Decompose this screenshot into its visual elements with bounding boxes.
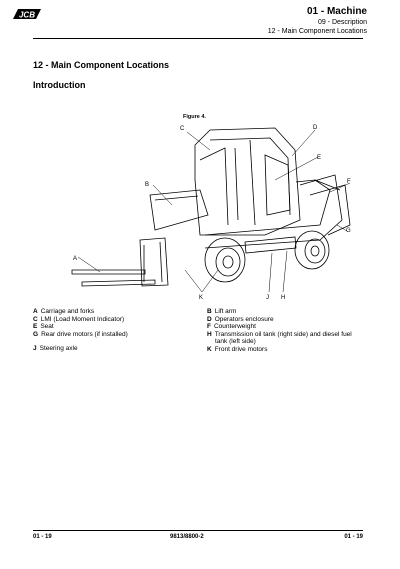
callout-g: G bbox=[346, 228, 351, 234]
page-number-right: 01 - 19 bbox=[344, 534, 363, 540]
callout-a: A bbox=[73, 256, 77, 262]
callout-f: F bbox=[347, 179, 351, 185]
subheading: Introduction bbox=[33, 80, 86, 90]
header-rule bbox=[33, 38, 363, 39]
callout-e: E bbox=[317, 155, 321, 161]
callout-b: B bbox=[145, 182, 149, 188]
callout-h: H bbox=[281, 295, 285, 300]
legend-item-continued: tank (left side) bbox=[215, 338, 256, 345]
callout-c: C bbox=[180, 126, 185, 132]
page-number-left: 01 - 19 bbox=[33, 534, 52, 540]
subsection-title-header: 12 - Main Component Locations bbox=[267, 28, 367, 35]
callout-k: K bbox=[199, 295, 203, 300]
chapter-title: 01 - Machine bbox=[306, 6, 367, 17]
forklift-figure: C D E F B G A K J H bbox=[71, 125, 351, 300]
footer-rule bbox=[33, 530, 363, 531]
page-title: 12 - Main Component Locations bbox=[33, 60, 170, 70]
figure-label: Figure 4. bbox=[183, 114, 206, 120]
document-number: 9813/8800-2 bbox=[170, 534, 204, 540]
section-title-header: 09 - Description bbox=[317, 19, 367, 26]
callout-j: J bbox=[266, 295, 269, 300]
jcb-logo: JCB bbox=[13, 9, 41, 20]
callout-d: D bbox=[313, 125, 318, 131]
svg-text:JCB: JCB bbox=[19, 11, 35, 20]
